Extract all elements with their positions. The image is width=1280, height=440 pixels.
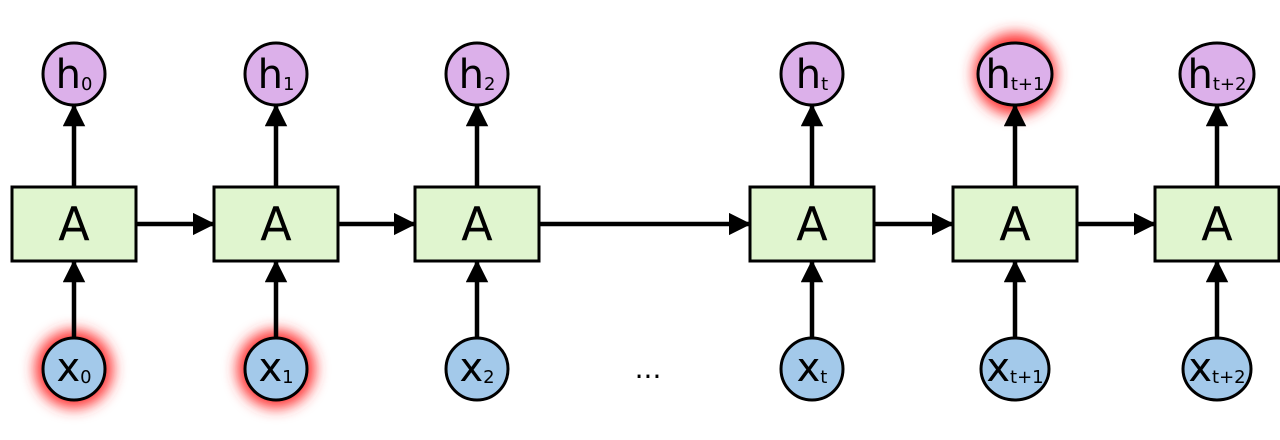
rnn-cell-label: A — [260, 197, 292, 251]
output-node — [1178, 41, 1256, 107]
input-node-label-subscript: t+1 — [1010, 367, 1044, 388]
output-node — [243, 41, 309, 107]
rnn-cell-label: A — [461, 197, 493, 251]
rnn-cell — [212, 185, 340, 263]
input-node-label-subscript: t — [820, 367, 827, 388]
input-node — [444, 336, 510, 402]
output-node-label-subscript: t+2 — [1213, 74, 1247, 95]
output-node-label-base: h — [796, 52, 821, 98]
input-node-label-subscript: 1 — [282, 367, 293, 388]
rnn-cell — [413, 185, 541, 263]
output-node-label-subscript: 0 — [81, 74, 92, 95]
edges-layer — [62, 103, 1229, 338]
highlight-layer — [35, 33, 1056, 408]
input-node — [243, 336, 309, 402]
output-node-label-subscript: 2 — [484, 74, 495, 95]
output-node-label: h1 — [258, 52, 295, 98]
output-node-label-base: h — [56, 52, 81, 98]
rnn-cell-label: A — [1201, 197, 1233, 251]
rnn-cell — [10, 185, 138, 263]
output-node-label: h2 — [459, 52, 496, 98]
output-node-label: h0 — [56, 52, 93, 98]
input-node-label-base: x — [258, 345, 282, 391]
input-node-label-base: x — [56, 345, 80, 391]
output-node-label-base: h — [258, 52, 283, 98]
rnn-cell — [1153, 185, 1280, 263]
output-node-label-subscript: 1 — [283, 74, 294, 95]
output-node-label: ht+2 — [1188, 52, 1247, 98]
input-node-label-subscript: t+2 — [1212, 367, 1246, 388]
output-node — [444, 41, 510, 107]
rnn-cell — [951, 185, 1079, 263]
input-node — [41, 336, 107, 402]
output-node-label: ht+1 — [986, 52, 1045, 98]
input-node-label-base: x — [797, 345, 821, 391]
sequence-ellipsis: ... — [635, 352, 662, 385]
input-node — [1181, 336, 1253, 402]
input-node-label-base: x — [1188, 345, 1212, 391]
output-node-label-base: h — [986, 52, 1011, 98]
output-node-label: ht — [796, 52, 828, 98]
input-node-label-base: x — [459, 345, 483, 391]
input-node-label: x2 — [459, 345, 494, 391]
rnn-cell-label: A — [999, 197, 1031, 251]
output-node-label-base: h — [459, 52, 484, 98]
input-node-label-subscript: 2 — [483, 367, 494, 388]
input-node-label: x0 — [56, 345, 91, 391]
input-node-label: xt — [797, 345, 828, 391]
input-node-label: xt+1 — [986, 345, 1043, 391]
output-node-label-subscript: t+1 — [1011, 74, 1045, 95]
output-node — [976, 41, 1054, 107]
output-node-label-base: h — [1188, 52, 1213, 98]
input-node-label: xt+2 — [1188, 345, 1245, 391]
input-node-label: x1 — [258, 345, 293, 391]
input-node — [979, 336, 1051, 402]
output-node-label-subscript: t — [821, 74, 828, 95]
rnn-cell-label: A — [58, 197, 90, 251]
input-node — [779, 336, 845, 402]
input-node-label-base: x — [986, 345, 1010, 391]
output-node — [779, 41, 845, 107]
output-node — [41, 41, 107, 107]
input-node-label-subscript: 0 — [80, 367, 91, 388]
rnn-cell — [748, 185, 876, 263]
rnn-cell-label: A — [796, 197, 828, 251]
